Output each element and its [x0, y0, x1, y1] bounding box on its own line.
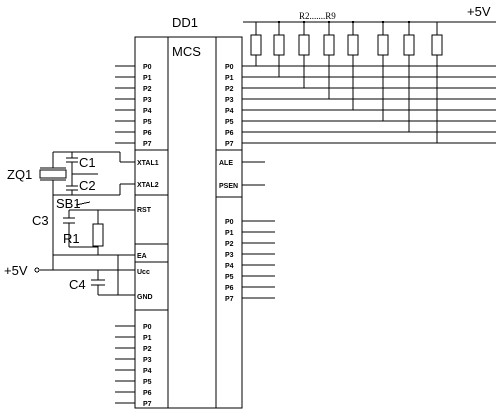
right-top-pin-p3: P3	[225, 97, 234, 104]
left-top-pin-p6: P6	[143, 130, 152, 137]
pullup-resistors	[250, 22, 443, 143]
cap4-label: C4	[69, 277, 86, 292]
cap3-label: C3	[32, 213, 49, 228]
left-bottom-pin-p1: P1	[143, 335, 152, 342]
left-port-top-stubs	[115, 65, 135, 144]
left-bottom-pin-p7: P7	[143, 401, 152, 408]
left-ctrl-pin-xtal1: XTAL1	[137, 160, 159, 167]
right-bottom-pin-p3: P3	[225, 252, 234, 259]
right-ctrl-pin-psen: PSEN	[219, 183, 238, 190]
right-top-pin-p2: P2	[225, 86, 234, 93]
left-bottom-pin-p6: P6	[143, 390, 152, 397]
right-top-pin-p0: P0	[225, 64, 234, 71]
right-top-pin-p5: P5	[225, 119, 234, 126]
chip-right-column	[215, 36, 243, 409]
left-bottom-pin-p0: P0	[143, 324, 152, 331]
switch-label: SB1	[56, 196, 81, 211]
left-ctrl-pin-ea: EA	[137, 253, 147, 260]
left-ctrl-pin-gnd: GND	[137, 294, 153, 301]
cap2-label: C2	[79, 178, 96, 193]
right-port-bottom-stubs	[242, 220, 275, 299]
left-top-pin-p4: P4	[143, 108, 152, 115]
left-ctrl-pin-ucc: Ucc	[137, 269, 150, 276]
left-bottom-pin-p2: P2	[143, 346, 152, 353]
right-bottom-pin-p6: P6	[225, 285, 234, 292]
left-ctrl-pin-xtal2: XTAL2	[137, 182, 159, 189]
right-ctrl-pin-ale: ALE	[219, 160, 233, 167]
reset-network	[63, 201, 135, 255]
cap1-label: C1	[79, 155, 96, 170]
left-ctrl-pin-rst: RST	[137, 207, 152, 214]
right-top-pin-p7: P7	[225, 141, 234, 148]
left-top-pin-p3: P3	[143, 97, 152, 104]
chip-name: MCS	[172, 44, 201, 59]
left-top-pin-p2: P2	[143, 86, 152, 93]
right-bottom-pin-p5: P5	[225, 274, 234, 281]
right-bottom-pin-p1: P1	[225, 230, 234, 237]
crystal-zq1	[39, 169, 67, 179]
left-bottom-pin-p5: P5	[143, 379, 152, 386]
right-bottom-pin-p4: P4	[225, 263, 234, 270]
power-network	[34, 195, 135, 296]
chip-body	[167, 36, 217, 409]
left-bottom-pin-p4: P4	[143, 368, 152, 375]
right-control-labels: ALE PSEN	[219, 160, 238, 190]
left-top-pin-p0: P0	[143, 64, 152, 71]
right-bottom-pin-p7: P7	[225, 296, 234, 303]
vcc-left-label: +5V	[4, 263, 28, 278]
right-top-pin-p6: P6	[225, 130, 234, 137]
right-top-pin-p4: P4	[225, 108, 234, 115]
right-bottom-pin-p0: P0	[225, 219, 234, 226]
vcc-top-label: +5V	[467, 4, 491, 19]
left-top-pin-p7: P7	[143, 141, 152, 148]
crystal-label: ZQ1	[7, 167, 32, 182]
left-top-pin-p5: P5	[143, 119, 152, 126]
crystal-network	[39, 151, 135, 196]
left-top-pin-p1: P1	[143, 75, 152, 82]
resistor-range-label: R2.......R9	[299, 11, 336, 21]
right-top-pin-p1: P1	[225, 75, 234, 82]
left-bottom-pin-p3: P3	[143, 357, 152, 364]
left-port-bottom-stubs	[115, 325, 135, 404]
port0-bus	[242, 65, 496, 144]
res1-label: R1	[63, 231, 80, 246]
chip-ref: DD1	[172, 15, 198, 30]
right-bottom-pin-p2: P2	[225, 241, 234, 248]
